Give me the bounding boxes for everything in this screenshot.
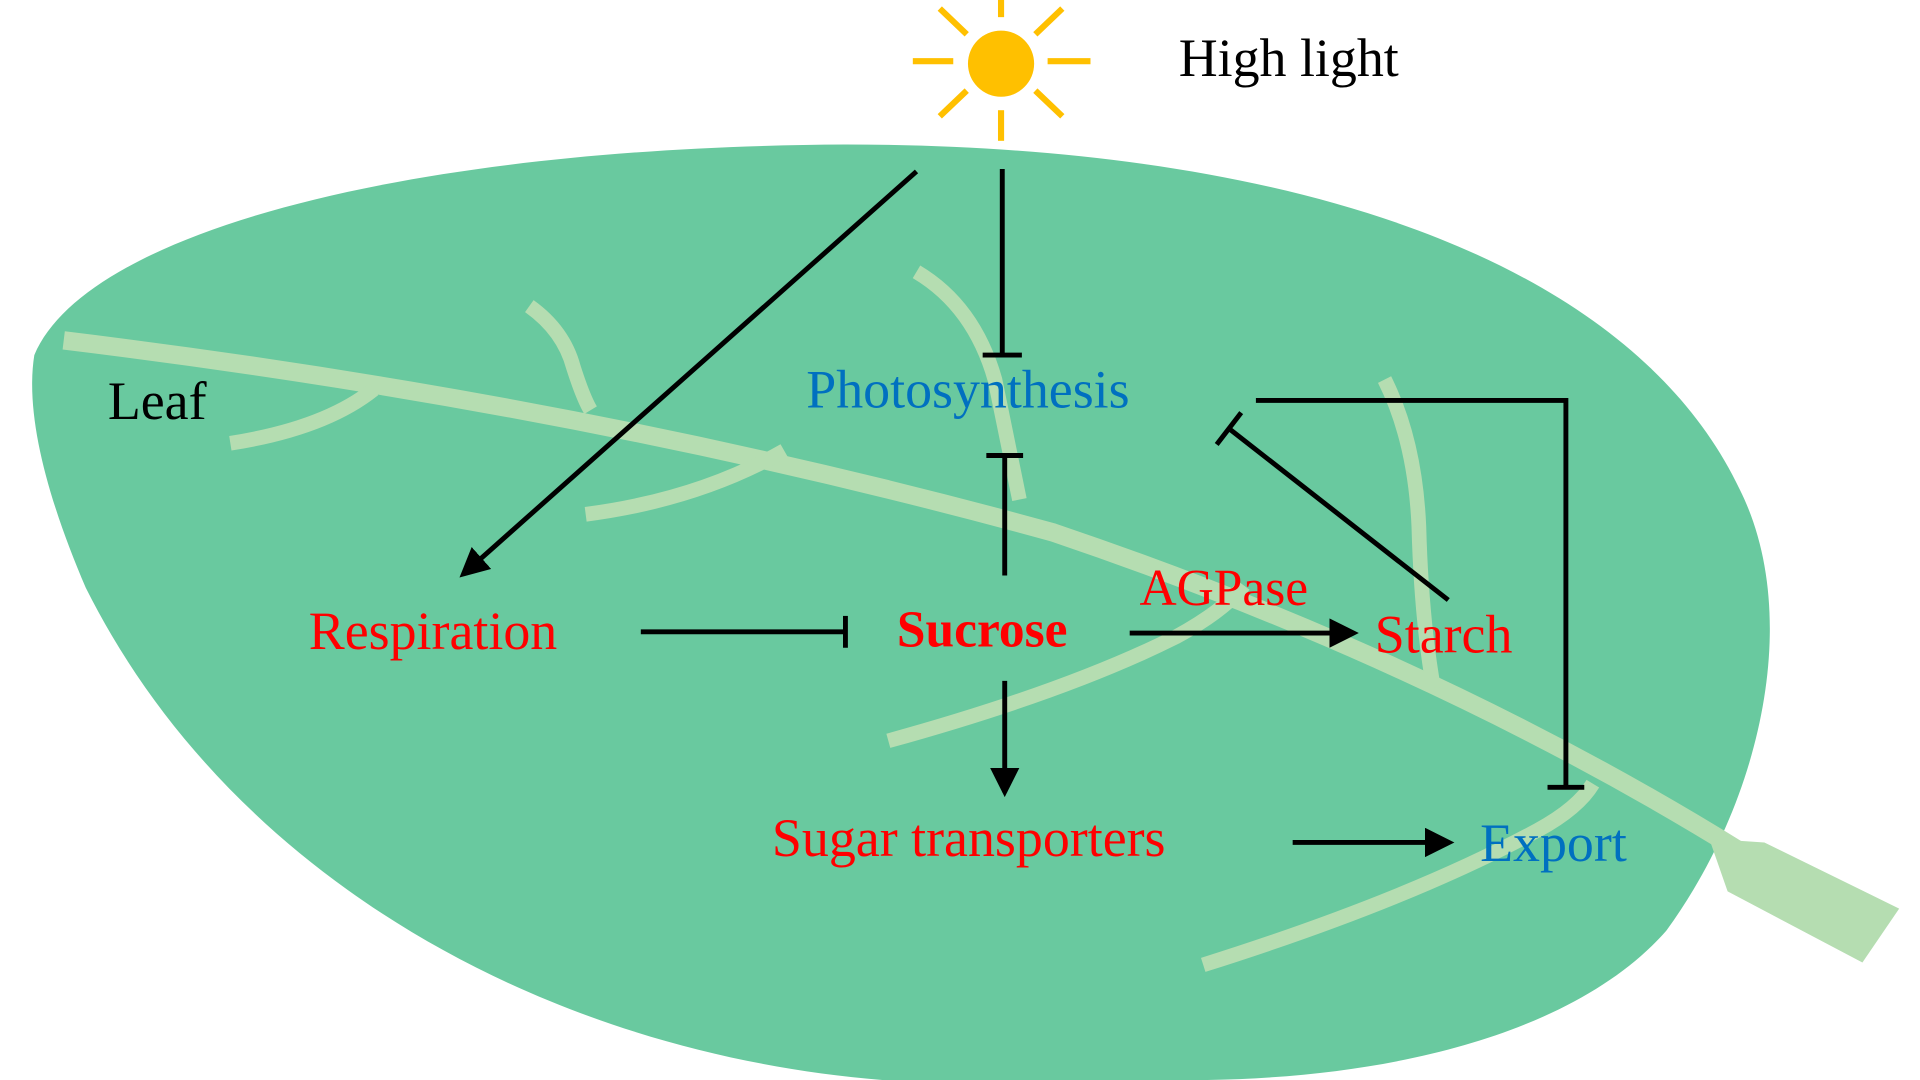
respiration-label: Respiration (309, 601, 558, 661)
petiole (1709, 838, 1900, 963)
inhibit-starch-photosynthesis-bar (1214, 411, 1244, 446)
export-label: Export (1480, 813, 1627, 873)
starch-label: Starch (1375, 605, 1513, 665)
leaf-shape (32, 144, 1770, 1080)
inhibit-photosynthesis-export (1255, 397, 1569, 788)
vein-upper-3 (1377, 376, 1441, 690)
sucrose-label: Sucrose (897, 602, 1068, 659)
vein-lower-3 (1201, 779, 1600, 972)
inhibit-starch-photosynthesis (1227, 426, 1450, 602)
agpase-label: AGPase (1140, 560, 1309, 617)
vein-left-1 (229, 383, 379, 451)
vein-upper-1 (524, 300, 597, 414)
arrow-light-to-respiration (459, 169, 919, 578)
leaf-label: Leaf (108, 371, 207, 431)
vein-lower-1 (584, 444, 788, 522)
sugar-transporters-label: Sugar transporters (772, 808, 1166, 868)
leaf-veins (62, 265, 1900, 972)
vein-lower-2 (886, 580, 1250, 748)
vein-upper-2 (912, 265, 1027, 502)
photosynthesis-label: Photosynthesis (806, 360, 1129, 420)
high-light-label: High light (1179, 28, 1399, 88)
sun-icon (912, 0, 1091, 141)
midrib-vein (62, 331, 1745, 859)
